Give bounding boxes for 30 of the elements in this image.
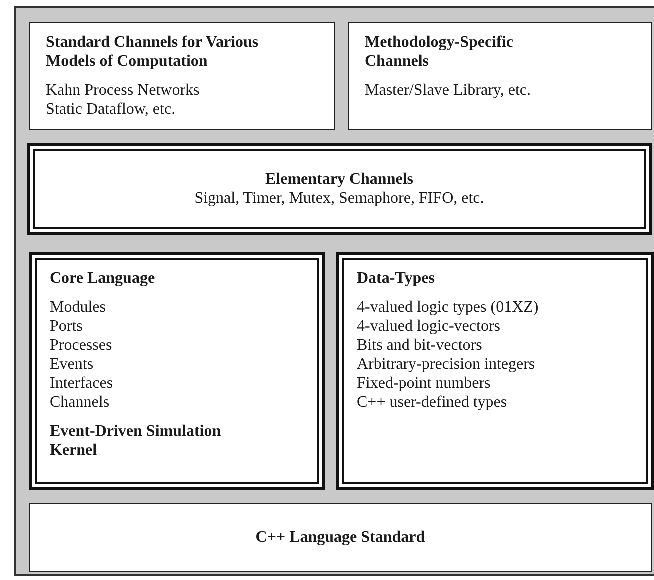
box-text: Ports (50, 317, 83, 336)
box-heading: Core Language (50, 269, 156, 288)
box-text: Interfaces (50, 374, 114, 393)
box-text: Fixed-point numbers (357, 374, 491, 393)
box-text: Processes (50, 336, 112, 355)
box-subheading: Event-Driven Simulation Kernel (50, 422, 222, 460)
box-heading: C++ Language Standard (256, 528, 426, 547)
layer-box (29, 22, 335, 130)
box-heading: Elementary Channels (266, 170, 414, 189)
stack-background (14, 6, 654, 576)
box-heading: Standard Channels for Various Models of Computation (46, 33, 260, 71)
box-text: Master/Slave Library, etc. (365, 81, 532, 100)
box-text: Static Dataflow, etc. (46, 100, 176, 119)
box-text: Arbitrary-precision integers (357, 355, 536, 374)
box-text: 4-valued logic types (01XZ) (357, 298, 539, 317)
box-text: Signal, Timer, Mutex, Semaphore, FIFO, etc. (194, 189, 484, 208)
box-heading: Data-Types (357, 269, 435, 288)
double-bordered-box (29, 252, 325, 490)
box-text: Modules (50, 298, 106, 317)
layer-box (29, 503, 652, 572)
layer-box (348, 22, 652, 130)
box-text: C++ user-defined types (357, 393, 508, 412)
box-heading: Methodology-Specific Channels (365, 33, 514, 71)
double-bordered-box (336, 252, 654, 490)
box-text: Events (50, 355, 94, 374)
box-text: 4-valued logic-vectors (357, 317, 500, 336)
box-text: Channels (50, 393, 110, 412)
box-text: Kahn Process Networks (46, 81, 200, 100)
double-bordered-box (27, 143, 652, 235)
box-text: Bits and bit-vectors (357, 336, 482, 355)
